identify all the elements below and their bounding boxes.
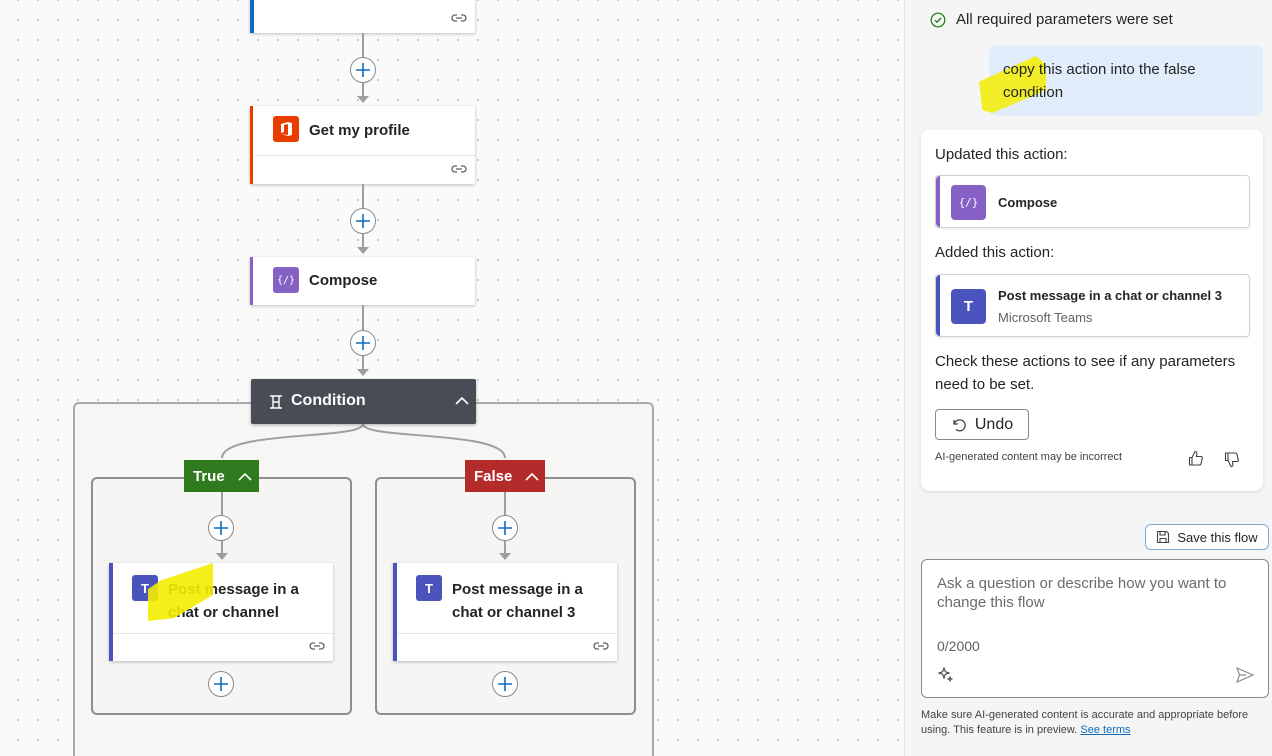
false-label-text: False: [474, 467, 513, 485]
action-title: Get my profile: [309, 122, 410, 139]
added-action-card[interactable]: T Post message in a chat or channel 3 Mi…: [935, 274, 1250, 337]
send-icon[interactable]: [1235, 666, 1255, 684]
plus-icon: [214, 677, 228, 691]
card-accent-bar: [936, 275, 940, 336]
char-counter: 0/2000: [937, 638, 980, 654]
card-accent-bar: [393, 563, 397, 661]
plus-icon: [214, 521, 228, 535]
compose-icon: {/}: [951, 185, 986, 220]
added-action-title: Post message in a chat or channel 3: [998, 288, 1222, 303]
plus-icon: [498, 521, 512, 535]
add-action-button[interactable]: [208, 515, 234, 541]
footer-disclaimer: Make sure AI-generated content is accura…: [921, 708, 1266, 738]
true-branch-label[interactable]: True: [184, 460, 259, 492]
link-icon: [451, 14, 467, 22]
compose-card[interactable]: {/} Compose: [250, 257, 475, 305]
action-title: Compose: [309, 272, 378, 289]
add-action-button[interactable]: [492, 671, 518, 697]
thumbs-up-icon[interactable]: [1187, 450, 1204, 467]
teams-icon: T: [416, 575, 442, 601]
false-branch-label[interactable]: False: [465, 460, 545, 492]
link-icon: [593, 642, 609, 650]
true-post-message-card[interactable]: T Post message in a chat or channel: [109, 563, 333, 661]
card-divider: [397, 633, 617, 634]
office-icon: [273, 116, 299, 142]
add-action-button[interactable]: [208, 671, 234, 697]
updated-action-title: Compose: [998, 195, 1058, 210]
chat-input-box[interactable]: Ask a question or describe how you want …: [921, 559, 1269, 698]
check-text: Check these actions to see if any parame…: [935, 353, 1236, 393]
card-accent-bar: [109, 563, 113, 661]
updated-label: Updated this action:: [935, 146, 1068, 163]
link-icon: [309, 642, 325, 650]
teams-icon: T: [951, 289, 986, 324]
status-text: All required parameters were set: [956, 11, 1173, 28]
connector-arrow: [216, 553, 228, 560]
ai-disclaimer: AI-generated content may be incorrect: [935, 451, 1123, 463]
chevron-up-icon: [238, 472, 252, 481]
add-action-button[interactable]: [350, 208, 376, 234]
thumbs-down-icon[interactable]: [1223, 451, 1240, 468]
plus-icon: [356, 214, 370, 228]
undo-button[interactable]: Undo: [935, 409, 1029, 440]
checkmark-circle-icon: [930, 12, 946, 27]
condition-header[interactable]: Condition: [251, 379, 476, 424]
added-action-subtitle: Microsoft Teams: [998, 310, 1093, 325]
add-action-button[interactable]: [492, 515, 518, 541]
card-divider: [113, 633, 333, 634]
connector-arrow: [499, 553, 511, 560]
top-action-card[interactable]: [250, 0, 475, 33]
connector-arrow: [357, 369, 369, 376]
connector-arrow: [357, 247, 369, 254]
save-icon: [1157, 530, 1170, 544]
plus-icon: [356, 336, 370, 350]
branch-connectors: [221, 423, 506, 459]
status-message: All required parameters were set: [930, 11, 1173, 28]
chevron-up-icon[interactable]: [455, 396, 469, 405]
condition-title: Condition: [291, 392, 366, 409]
add-action-button[interactable]: [350, 57, 376, 83]
flow-canvas[interactable]: Get my profile {/} Compose Condition Tru…: [0, 0, 904, 756]
user-message-text: copy this action into the false conditio…: [1003, 61, 1196, 101]
true-label-text: True: [193, 467, 225, 485]
link-icon: [451, 165, 467, 173]
undo-icon: [953, 418, 966, 432]
action-title: Post message in a chat or channel 3: [452, 581, 583, 621]
plus-icon: [498, 677, 512, 691]
card-accent-bar: [250, 0, 254, 33]
footer-text: Make sure AI-generated content is accura…: [921, 709, 1249, 736]
card-divider: [254, 155, 475, 156]
card-accent-bar: [250, 257, 253, 305]
add-action-button[interactable]: [350, 330, 376, 356]
compose-icon: {/}: [273, 267, 299, 293]
updated-action-card[interactable]: {/} Compose: [935, 175, 1250, 228]
see-terms-link[interactable]: See terms: [1080, 724, 1131, 736]
connector-arrow: [357, 96, 369, 103]
added-label: Added this action:: [935, 244, 1055, 261]
sparkle-icon[interactable]: [937, 666, 955, 684]
undo-label: Undo: [974, 415, 1014, 433]
get-my-profile-card[interactable]: Get my profile: [250, 106, 475, 184]
chat-input-placeholder[interactable]: Ask a question or describe how you want …: [937, 575, 1227, 611]
card-accent-bar: [936, 176, 940, 227]
save-flow-button[interactable]: Save this flow: [1145, 524, 1269, 550]
save-label: Save this flow: [1177, 529, 1258, 545]
plus-icon: [356, 63, 370, 77]
false-post-message-card[interactable]: T Post message in a chat or channel 3: [393, 563, 617, 661]
chevron-up-icon: [525, 472, 539, 481]
condition-icon: [270, 395, 282, 409]
card-accent-bar: [250, 106, 253, 184]
